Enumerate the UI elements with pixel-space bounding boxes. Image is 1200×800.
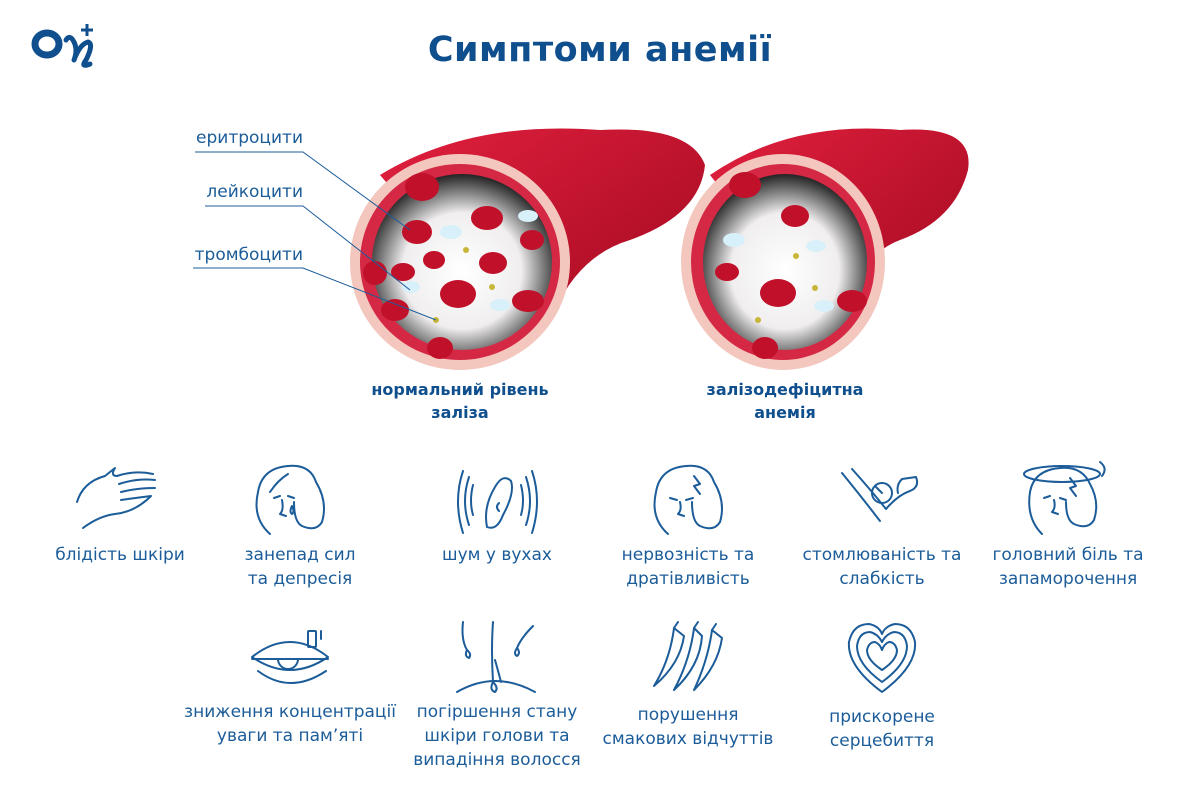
- hand-icon: [76, 467, 156, 529]
- symptom-pale-skin: блідість шкіри: [25, 543, 215, 567]
- symptom-label: запаморочення: [998, 569, 1138, 589]
- caption-normal: нормальний рівень заліза: [350, 378, 570, 424]
- symptom-label: стомлюваність та: [802, 545, 962, 565]
- symptom-label: головний біль та: [992, 545, 1144, 565]
- label-leader-lines: [193, 151, 437, 321]
- symptom-label: блідість шкіри: [55, 545, 185, 565]
- hair-loss-icon: [456, 621, 536, 693]
- symptom-label: уваги та пам’яті: [216, 726, 364, 746]
- symptom-label: шум у вухах: [442, 545, 552, 565]
- symptom-tinnitus: шум у вухах: [402, 543, 592, 567]
- symptom-label: зниження концентрації: [184, 702, 396, 722]
- symptom-fatigue-depression: занепад сил та депресія: [205, 543, 395, 591]
- page-title: Симптоми анемії: [427, 30, 773, 70]
- caption-line: заліза: [431, 403, 489, 422]
- label-erythrocytes: еритроцити: [196, 128, 303, 148]
- symptom-label: нервозність та: [621, 545, 755, 565]
- vessel-normal: [350, 128, 705, 370]
- vessel-anemia: [681, 128, 969, 370]
- symptom-label: серцебиття: [829, 731, 935, 751]
- symptom-label: занепад сил: [244, 545, 356, 565]
- caption-line: залізодефіцитна: [706, 380, 864, 399]
- symptom-label: дратівливість: [626, 569, 750, 589]
- symptom-label: шкіри голови та: [424, 726, 570, 746]
- eye-low-battery-icon: [251, 630, 329, 684]
- symptom-headache: головний біль та запаморочення: [973, 543, 1163, 591]
- caption-anemia: залізодефіцитна анемія: [675, 378, 895, 424]
- caption-line: анемія: [754, 403, 816, 422]
- label-platelets: тромбоцити: [194, 245, 303, 265]
- symptom-label: порушення: [637, 705, 739, 725]
- angry-face-icon: [653, 464, 723, 535]
- dizzy-head-icon: [1023, 461, 1106, 535]
- symptom-taste: порушення смакових відчуттів: [593, 703, 783, 751]
- symptom-label: випадіння волосся: [413, 750, 581, 770]
- symptom-heartbeat: прискорене серцебиття: [787, 705, 977, 753]
- tired-arm-icon: [841, 468, 919, 522]
- symptom-weakness: стомлюваність та слабкість: [787, 543, 977, 591]
- ear-noise-icon: [457, 470, 538, 534]
- symptom-label: слабкість: [839, 569, 925, 589]
- symptom-concentration: зниження концентрації уваги та пам’яті: [180, 700, 400, 748]
- crying-face-icon: [255, 464, 325, 535]
- label-leukocytes: лейкоцити: [206, 182, 303, 202]
- symptom-hair-loss: погіршення стану шкіри голови та випадін…: [402, 700, 592, 772]
- symptom-label: та депресія: [247, 569, 353, 589]
- symptom-label: смакових відчуттів: [602, 729, 774, 749]
- logo: [31, 24, 94, 68]
- symptom-irritability: нервозність та дратівливість: [593, 543, 783, 591]
- chili-peppers-icon: [653, 621, 723, 691]
- symptom-label: погіршення стану: [416, 702, 578, 722]
- heartbeat-icon: [847, 623, 917, 693]
- caption-line: нормальний рівень: [371, 380, 549, 399]
- symptom-label: прискорене: [829, 707, 935, 727]
